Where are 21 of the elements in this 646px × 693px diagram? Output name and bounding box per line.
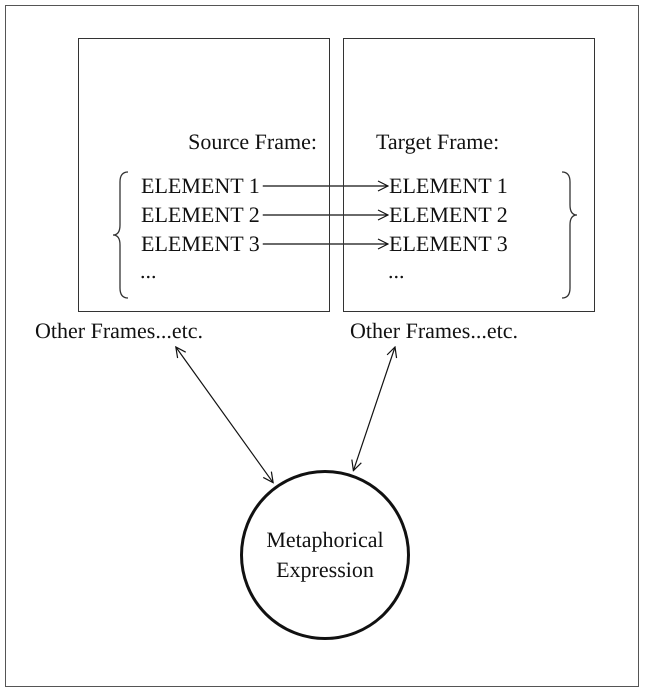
frame-title: Target Frame: <box>376 129 500 155</box>
element-text: ELEMENT 1 <box>389 173 508 199</box>
arrow <box>351 346 398 472</box>
frame-box <box>343 38 595 312</box>
element-text: ELEMENT 3 <box>389 231 508 257</box>
ellipsis-text: ... <box>388 258 404 284</box>
frame-label: Other Frames...etc. <box>350 318 518 344</box>
element-text: ELEMENT 2 <box>141 202 260 228</box>
element-text: ELEMENT 1 <box>141 173 260 199</box>
frame-title: Source Frame: <box>188 129 317 155</box>
element-text: ELEMENT 2 <box>389 202 508 228</box>
frame-box <box>78 38 330 312</box>
ellipsis-text: ... <box>140 258 156 284</box>
arrow <box>262 209 389 221</box>
expression-circle <box>240 470 410 640</box>
arrow <box>175 346 274 484</box>
arrow <box>262 238 389 250</box>
arrow <box>262 180 389 192</box>
circle-text: Metaphorical Expression <box>265 526 385 584</box>
frame-label: Other Frames...etc. <box>35 318 203 344</box>
element-text: ELEMENT 3 <box>141 231 260 257</box>
